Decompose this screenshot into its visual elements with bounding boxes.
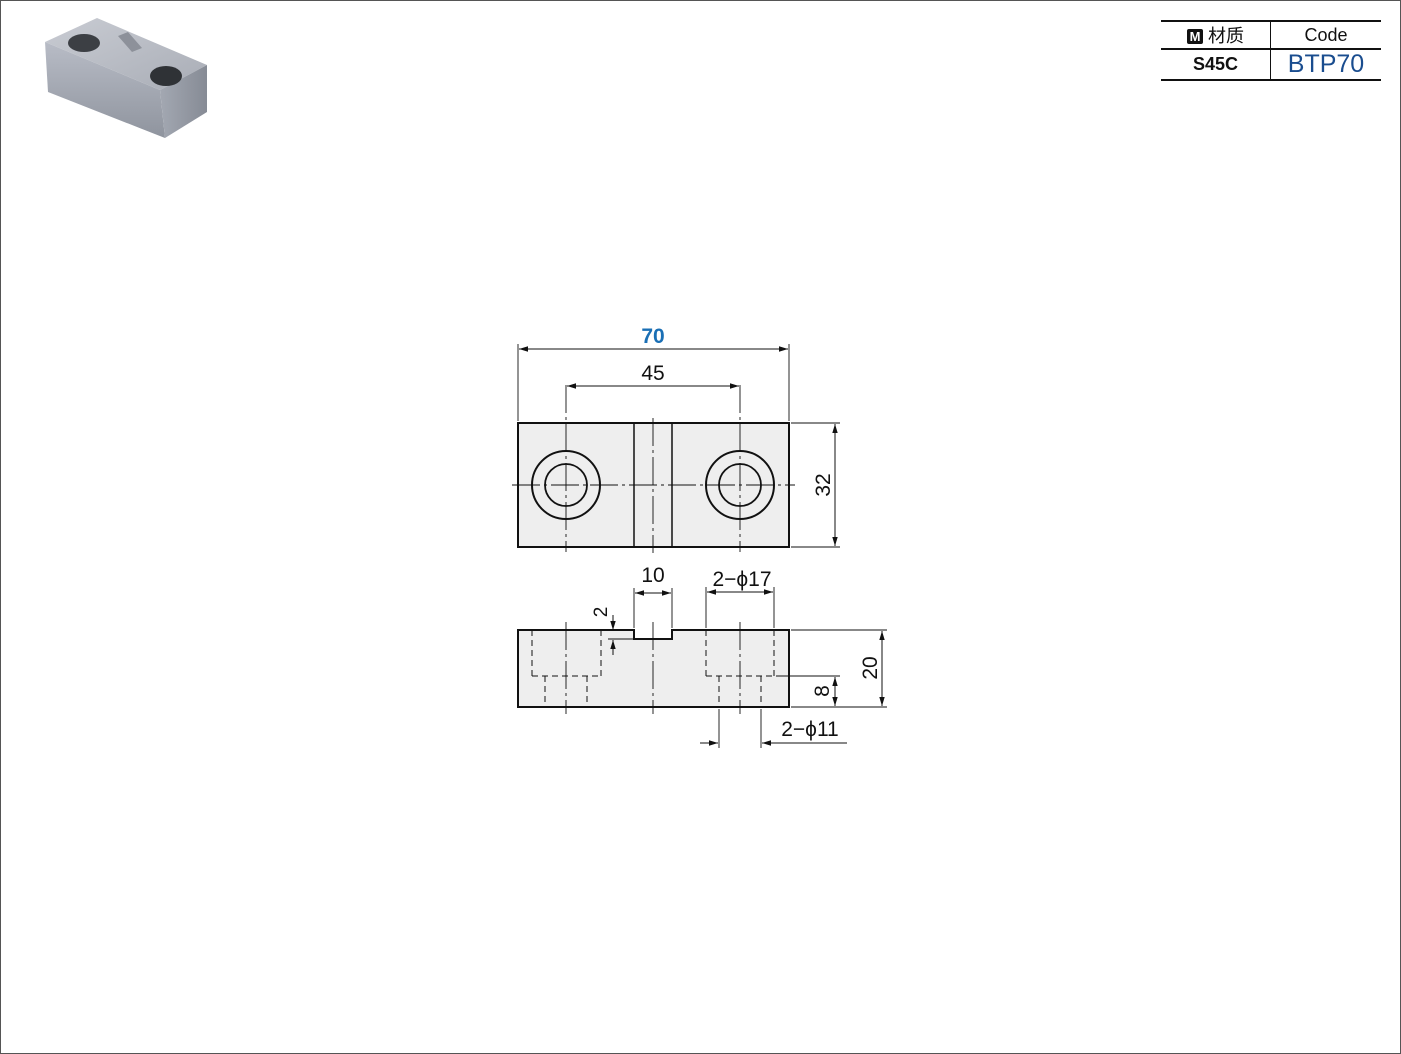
label-slot-depth: 2 — [591, 607, 612, 618]
hole-icon — [150, 66, 182, 86]
label-overall-length: 70 — [641, 325, 664, 348]
hole-icon — [68, 34, 100, 52]
material-header: 材质 — [1208, 26, 1244, 46]
material-value: S45C — [1192, 54, 1239, 74]
label-counterbore-depth: 8 — [811, 685, 834, 697]
dimension-height: 20 — [791, 629, 887, 708]
dimension-slot-width: 10 — [633, 564, 673, 628]
code-value: BTP70 — [1287, 50, 1365, 78]
code-value-cell: BTP70 — [1270, 48, 1381, 81]
code-header: Code — [1304, 24, 1348, 45]
dimension-counterbore: 2−ϕ17 — [705, 568, 775, 628]
dimension-slot-depth: 2 — [591, 607, 634, 655]
code-header-cell: Code — [1270, 20, 1381, 50]
front-view — [517, 622, 790, 714]
material-badge-icon: M — [1187, 29, 1203, 44]
dimension-through-hole: 2−ϕ11 — [700, 709, 847, 748]
label-counterbore: 2−ϕ17 — [712, 568, 771, 591]
top-view — [512, 385, 795, 553]
material-value-cell: S45C — [1161, 48, 1271, 81]
product-image — [45, 18, 207, 138]
dimension-overall-length: 70 — [517, 325, 790, 421]
label-height: 20 — [859, 656, 882, 679]
label-hole-pitch: 45 — [641, 362, 664, 385]
dimension-counterbore-depth: 8 — [776, 675, 840, 706]
dimension-width: 32 — [791, 422, 840, 548]
label-through-hole: 2−ϕ11 — [781, 718, 839, 741]
label-width: 32 — [812, 473, 835, 496]
spec-table: M 材质 Code S45C BTP70 — [1161, 20, 1381, 81]
dimension-hole-pitch: 45 — [567, 362, 739, 389]
label-slot-width: 10 — [641, 564, 664, 587]
